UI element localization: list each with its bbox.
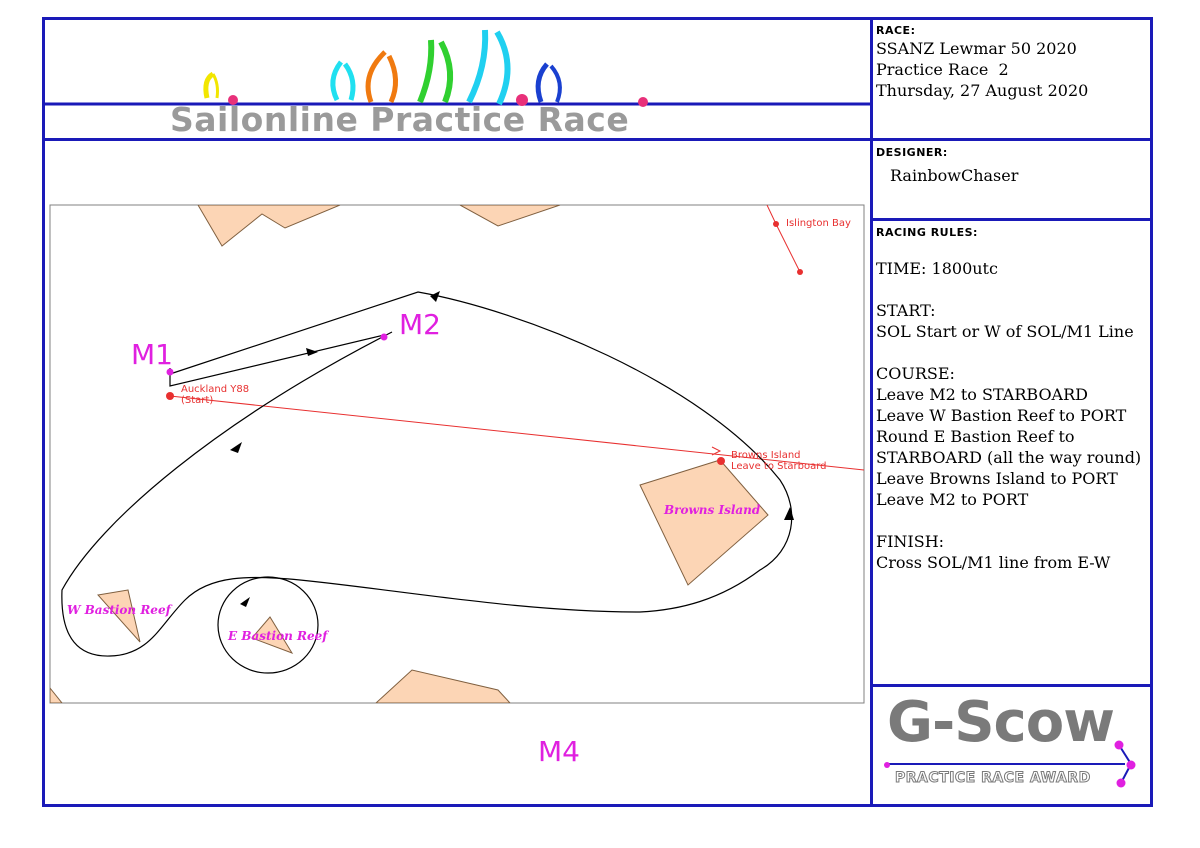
browns-mark-point — [717, 457, 725, 465]
browns-mark-label-2: Leave to Starboard — [731, 461, 827, 472]
e-bastion-rounding — [217, 576, 319, 674]
g-scow-award-logo — [884, 740, 1136, 788]
course-arrow — [240, 597, 250, 607]
racing-rules-label: RACING RULES: — [876, 226, 978, 239]
land-south-west — [50, 687, 63, 703]
m4-label: M4 — [538, 735, 580, 768]
e-bastion-reef-label: E Bastion Reef — [228, 629, 328, 643]
rule-line: Leave M2 to PORT — [876, 490, 1029, 509]
rule-line: COURSE: — [876, 364, 955, 383]
rule-line: TIME: 1800utc — [876, 259, 998, 278]
rule-line: STARBOARD (all the way round) — [876, 448, 1142, 467]
w-bastion-reef-shape — [97, 589, 141, 643]
browns-island-label: Browns Island — [664, 503, 761, 517]
banner-logo — [45, 29, 870, 107]
land-north — [459, 205, 561, 227]
award-subtitle: PRACTICE RACE AWARD — [895, 770, 1091, 787]
browns-island-shape — [639, 459, 769, 586]
award-box — [870, 684, 1153, 807]
course-arrow — [306, 348, 318, 356]
land-north-west — [197, 205, 341, 247]
rule-line: SOL Start or W of SOL/M1 Line — [876, 322, 1134, 341]
rule-line: START: — [876, 301, 936, 320]
start-label: (Start) — [181, 395, 214, 406]
e-bastion-reef-shape — [251, 616, 294, 654]
m1-label: M1 — [131, 338, 173, 371]
designer-label: DESIGNER: — [876, 146, 948, 159]
designer-name: RainbowChaser — [890, 166, 1019, 185]
m2-mark-point — [380, 333, 388, 341]
race-line-1: SSANZ Lewmar 50 2020 — [876, 39, 1077, 58]
race-line-2: Practice Race 2 — [876, 60, 1009, 79]
rule-line: Cross SOL/M1 line from E-W — [876, 553, 1111, 572]
race-line-3: Thursday, 27 August 2020 — [876, 81, 1089, 100]
land-south — [375, 669, 511, 703]
award-title: G-Scow — [887, 690, 1115, 755]
course-arrow — [784, 507, 794, 520]
islington-bay-label: Islington Bay — [786, 218, 851, 229]
race-label: RACE: — [876, 24, 916, 37]
start-line — [169, 395, 864, 471]
course-arrow — [430, 291, 440, 302]
rule-line: FINISH: — [876, 532, 945, 551]
auckland-start-point — [166, 392, 174, 400]
browns-mark-label-1: Browns Island — [731, 450, 801, 461]
islington-point — [773, 221, 779, 227]
map-area — [49, 204, 865, 704]
m2-label: M2 — [399, 308, 441, 341]
rule-line: Leave M2 to STARBOARD — [876, 385, 1088, 404]
rule-line: Leave W Bastion Reef to PORT — [876, 406, 1127, 425]
course-arrow — [230, 442, 242, 453]
racing-rules-list: TIME: 1800utc START: SOL Start or W of S… — [876, 258, 1141, 573]
m1-mark-point — [166, 368, 174, 376]
rule-line: Round E Bastion Reef to — [876, 427, 1075, 446]
w-bastion-reef-label: W Bastion Reef — [67, 603, 171, 617]
rule-line: Leave Browns Island to PORT — [876, 469, 1118, 488]
banner-title: Sailonline Practice Race — [170, 100, 630, 139]
auckland-label: Auckland Y88 — [181, 384, 250, 395]
